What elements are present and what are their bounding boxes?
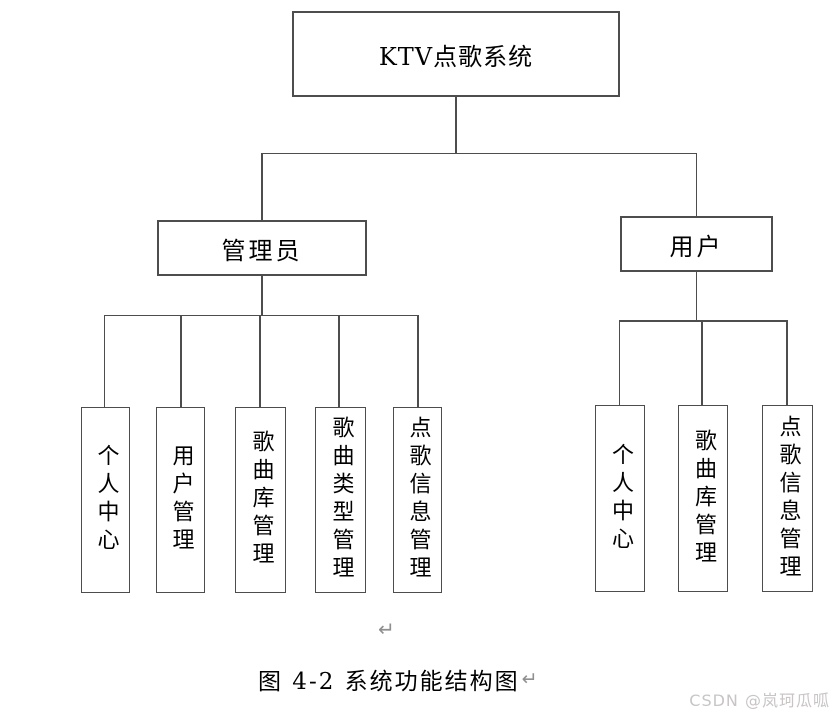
connector-admin-leaf3-drop xyxy=(259,314,261,408)
leaf-label: 歌曲库管理 xyxy=(248,430,274,570)
branch-node-user: 用户 xyxy=(620,216,773,272)
leaf-node-song-order-info-management-user: 点歌信息管理 xyxy=(762,405,813,592)
leaf-node-personal-center-user: 个人中心 xyxy=(595,405,645,592)
paragraph-return-icon: ↵ xyxy=(521,668,540,690)
connector-user-drop xyxy=(695,152,697,217)
connector-user-leaf2-drop xyxy=(701,320,703,405)
paragraph-return-icon: ↵ xyxy=(378,617,395,641)
leaf-label: 歌曲类型管理 xyxy=(328,416,354,584)
connector-admin-leaf1-drop xyxy=(103,314,105,408)
leaf-label: 个人中心 xyxy=(93,444,119,556)
connector-admin-drop xyxy=(261,152,263,221)
leaf-label: 用户管理 xyxy=(168,444,194,556)
leaf-label: 点歌信息管理 xyxy=(775,414,801,583)
connector-admin-leaf4-drop xyxy=(338,314,340,408)
connector-user-trunk xyxy=(695,272,697,321)
leaf-node-user-management: 用户管理 xyxy=(156,407,205,593)
connector-admin-leaf2-drop xyxy=(180,314,182,408)
leaf-node-song-order-info-management-admin: 点歌信息管理 xyxy=(393,407,442,593)
branch-node-admin-label: 管理员 xyxy=(221,236,303,265)
root-node-label: KTV点歌系统 xyxy=(378,42,534,71)
leaf-label: 歌曲库管理 xyxy=(691,428,716,569)
leaf-node-song-type-management: 歌曲类型管理 xyxy=(315,407,366,593)
connector-user-rail xyxy=(618,320,788,322)
leaf-label: 点歌信息管理 xyxy=(405,416,431,584)
connector-admin-trunk xyxy=(261,276,263,316)
csdn-watermark: CSDN @岚珂瓜呱 xyxy=(689,691,830,710)
leaf-label: 个人中心 xyxy=(608,442,633,555)
connector-root-trunk xyxy=(455,97,457,153)
figure-caption-text: 图 4-2 系统功能结构图 xyxy=(258,669,520,695)
leaf-node-song-library-management-admin: 歌曲库管理 xyxy=(235,407,286,593)
leaf-node-song-library-management-user: 歌曲库管理 xyxy=(678,405,728,592)
connector-user-leaf1-drop xyxy=(618,320,620,405)
branch-node-admin: 管理员 xyxy=(157,220,367,276)
figure-caption: 图 4-2 系统功能结构图 ↵ xyxy=(258,662,540,696)
connector-user-leaf3-drop xyxy=(786,320,788,405)
connector-admin-leaf5-drop xyxy=(417,314,419,408)
branch-node-user-label: 用户 xyxy=(669,232,724,261)
root-node-ktv-system: KTV点歌系统 xyxy=(292,11,620,97)
connector-admin-rail xyxy=(103,314,419,316)
connector-top-rail xyxy=(261,152,697,154)
leaf-node-personal-center-admin: 个人中心 xyxy=(81,407,130,593)
